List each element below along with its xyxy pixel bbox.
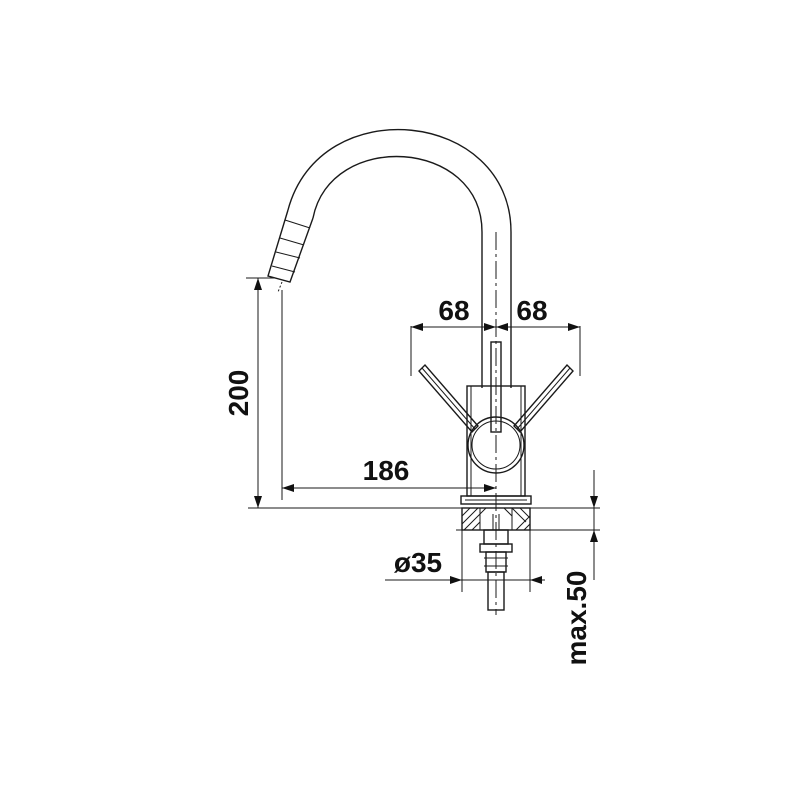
dim-lever-right-label: 68 — [516, 295, 547, 326]
dim-hole-diameter: ø35 — [385, 530, 545, 592]
dim-spout-reach: 186 — [281, 290, 496, 500]
dim-max-thickness-label: max.50 — [561, 571, 592, 666]
spout — [267, 129, 512, 388]
dim-hole-diameter-label: ø35 — [394, 547, 442, 578]
dim-lever-span: 68 68 — [410, 295, 581, 376]
lever-left — [418, 363, 479, 434]
dim-lever-left-label: 68 — [438, 295, 469, 326]
lever-right — [513, 363, 574, 434]
dim-spout-height-label: 200 — [223, 370, 254, 417]
dim-spout-reach-label: 186 — [363, 455, 410, 486]
dim-spout-height: 200 — [223, 277, 275, 508]
dim-max-thickness: max.50 — [561, 470, 598, 665]
